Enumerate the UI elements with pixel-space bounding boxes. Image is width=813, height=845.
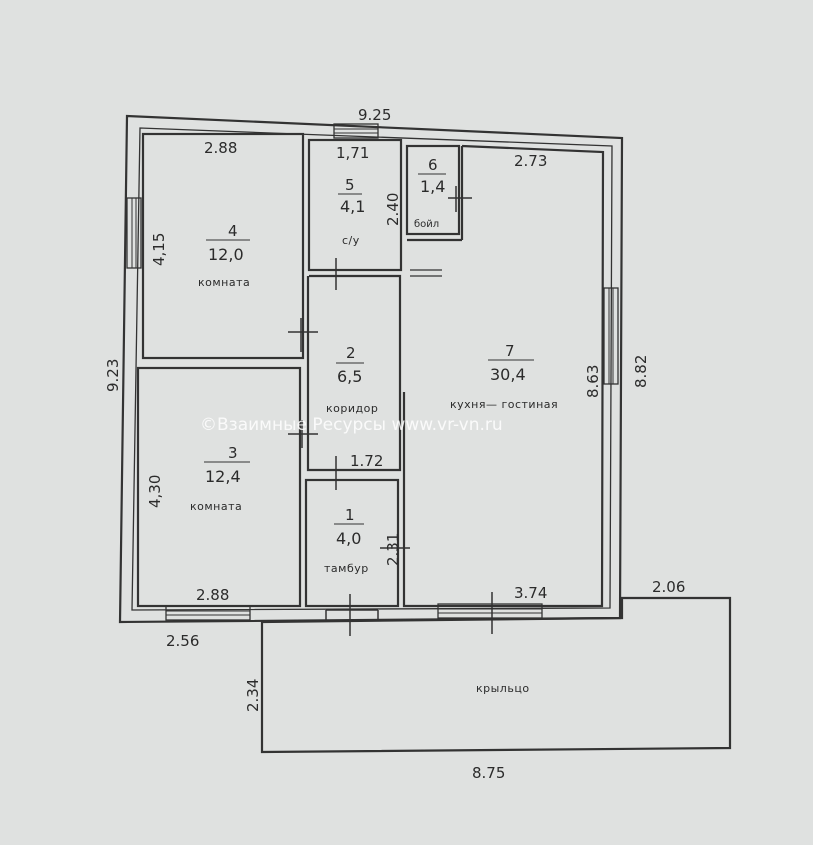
window bbox=[603, 287, 619, 385]
room-4-label: комната bbox=[198, 276, 250, 289]
room-6-area: 1,4 bbox=[420, 177, 445, 196]
room-6-outline bbox=[405, 144, 461, 236]
dim-porch-offset: 2.06 bbox=[652, 578, 685, 596]
room-1-area: 4,0 bbox=[336, 529, 361, 548]
room-5-dim-top: 1,71 bbox=[336, 144, 369, 162]
room-7-outline bbox=[402, 144, 605, 608]
inner-wall-line bbox=[131, 127, 613, 611]
dim-bottom-left: 2.56 bbox=[166, 632, 199, 650]
room-7-dim-bottom: 3.74 bbox=[514, 584, 547, 602]
room-7-area: 30,4 bbox=[490, 365, 526, 384]
room-2-label: коридор bbox=[326, 402, 378, 415]
room-7-label: кухня— гостиная bbox=[450, 398, 558, 411]
room-4-outline bbox=[141, 132, 305, 360]
porch-outline bbox=[260, 596, 732, 754]
room-4-dim-side: 4,15 bbox=[150, 233, 168, 266]
room-2-number: 2 bbox=[346, 344, 356, 362]
room-2-dim-bottom: 1.72 bbox=[350, 452, 383, 470]
room-1-dim-side: 2.31 bbox=[384, 533, 402, 566]
room-5-label: с/у bbox=[342, 234, 360, 247]
porch-label: крыльцо bbox=[476, 682, 530, 695]
room-3-dim-side: 4,30 bbox=[146, 475, 164, 508]
room-5-dim-side: 2.40 bbox=[384, 193, 402, 226]
room-4-number: 4 bbox=[228, 222, 238, 240]
room-3-area: 12,4 bbox=[205, 467, 241, 486]
room-4-dim-top: 2.88 bbox=[204, 139, 237, 157]
room-3-dim-bottom: 2.88 bbox=[196, 586, 229, 604]
room-2-area: 6,5 bbox=[337, 367, 362, 386]
room-7-dim-top: 2.73 bbox=[514, 152, 547, 170]
room-6-number: 6 bbox=[428, 156, 438, 174]
watermark: ©Взаимные Ресурсы www.vr-vn.ru bbox=[200, 415, 503, 435]
room-2-outline bbox=[306, 274, 402, 472]
room-1-outline bbox=[304, 478, 400, 608]
window bbox=[333, 123, 379, 139]
door-marks bbox=[288, 186, 493, 636]
room-5-number: 5 bbox=[345, 176, 355, 194]
room-3-number: 3 bbox=[228, 444, 238, 462]
dim-porch-width: 8.75 bbox=[472, 764, 505, 782]
dim-porch-height: 2.34 bbox=[244, 679, 262, 712]
window bbox=[437, 603, 543, 619]
dim-top-width: 9.25 bbox=[358, 106, 391, 124]
room-5-outline bbox=[307, 138, 403, 272]
room-7-dim-side: 8.63 bbox=[584, 365, 602, 398]
dim-right-outer-height: 8.82 bbox=[632, 355, 650, 388]
room-6-label: бойл bbox=[414, 219, 439, 230]
window bbox=[165, 605, 251, 621]
room-7-number: 7 bbox=[505, 342, 515, 360]
room-3-label: комната bbox=[190, 500, 242, 513]
dim-left-height: 9.23 bbox=[104, 359, 122, 392]
room-4-area: 12,0 bbox=[208, 245, 244, 264]
room-1-label: тамбур bbox=[324, 562, 369, 575]
room-5-area: 4,1 bbox=[340, 197, 365, 216]
window bbox=[126, 197, 142, 269]
room-1-number: 1 bbox=[345, 506, 355, 524]
